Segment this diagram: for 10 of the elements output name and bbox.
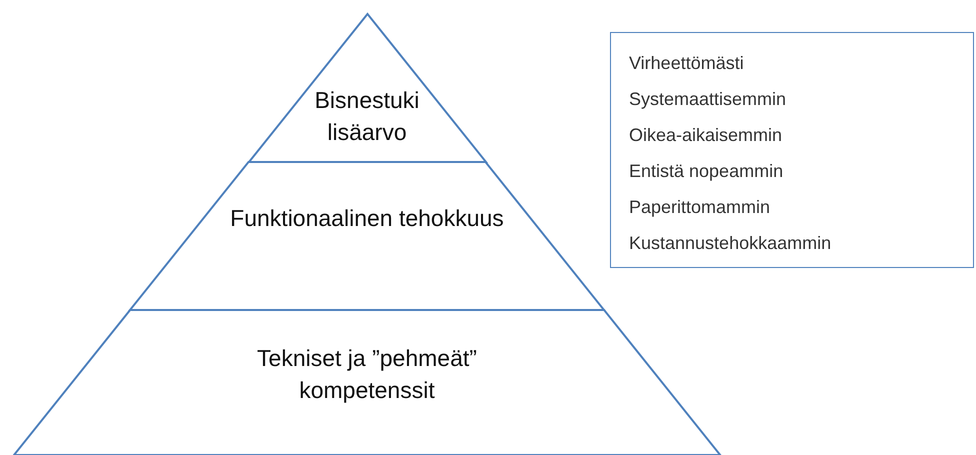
list-item: Virheettömästi [629,52,745,75]
tier-label: Bisnestuki lisäarvo [314,86,420,147]
list-item: Kustannustehokkaammin [629,232,832,255]
tier-label: Funktionaalinen tehokkuus [230,204,504,233]
list-item: Entistä nopeammin [629,160,784,183]
tier-label: Tekniset ja ”pehmeät” kompetenssit [256,344,478,405]
list-item: Oikea-aikaisemmin [629,124,784,147]
list-box [610,32,974,268]
list-item: Systemaattisemmin [629,88,788,111]
list-item: Paperittomammin [629,196,772,219]
